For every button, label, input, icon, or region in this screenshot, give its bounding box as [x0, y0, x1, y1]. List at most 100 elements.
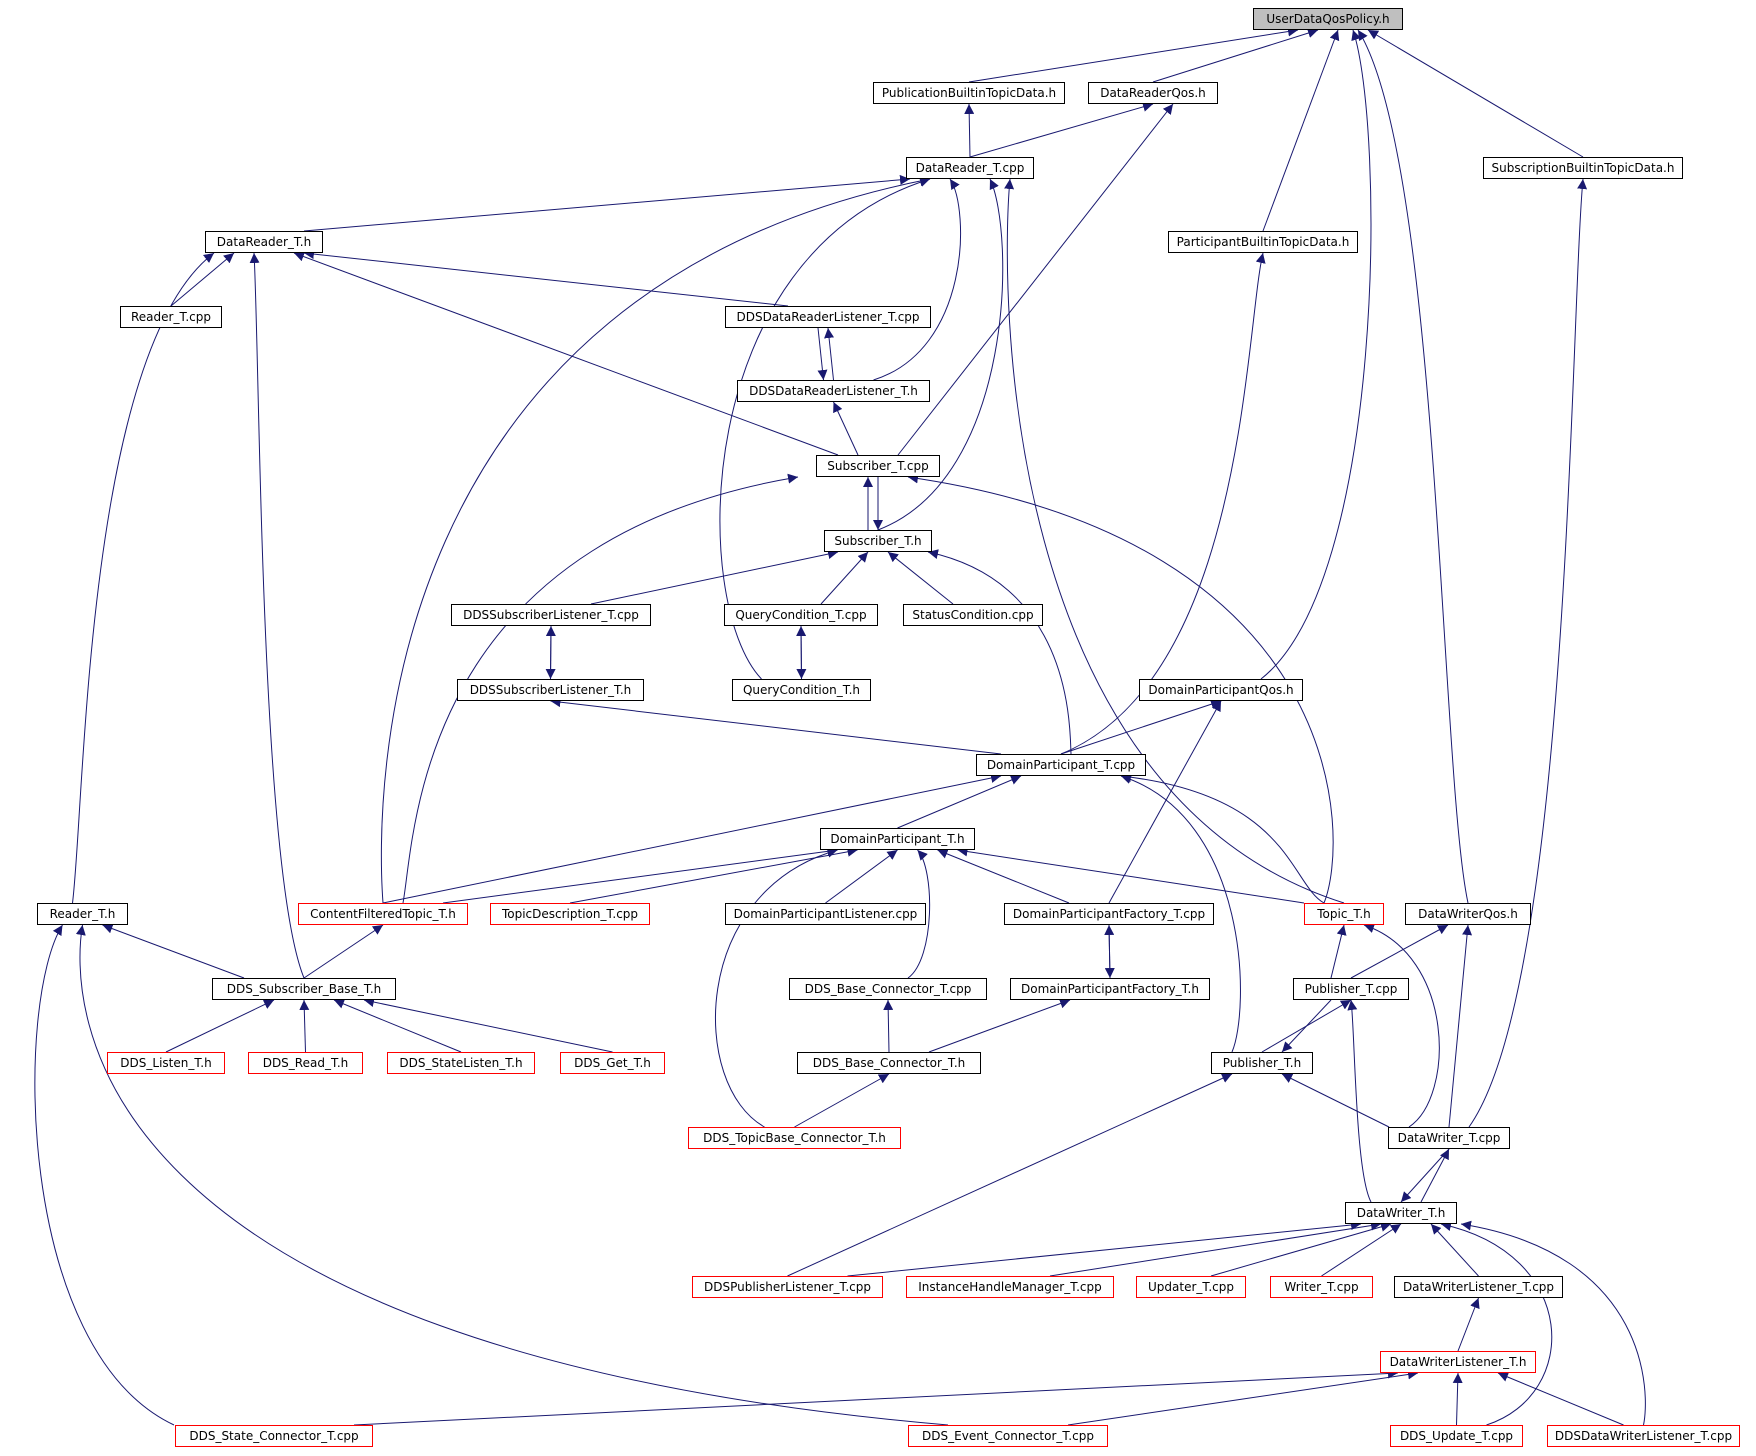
node-dds-event-connector-t-cpp[interactable]: DDS_Event_Connector_T.cpp: [908, 1425, 1108, 1447]
edge-dwqos-to-userdata: [1357, 29, 1469, 904]
edge-cft-to-dpcpp: [382, 773, 1002, 904]
node-topicdescription-t-cpp[interactable]: TopicDescription_T.cpp: [490, 903, 650, 925]
node-datawriter-t-cpp[interactable]: DataWriter_T.cpp: [1388, 1127, 1510, 1149]
edge-ddsdrlcpp-to-drh: [303, 249, 789, 307]
edge-cft-to-drcpp: [380, 176, 931, 904]
node-dds-base-connector-t-h[interactable]: DDS_Base_Connector_T.h: [797, 1052, 981, 1074]
node-datawriterqos-h[interactable]: DataWriterQos.h: [1405, 903, 1531, 925]
edge-eventconn-to-dwlh: [1067, 1369, 1419, 1426]
node-datareaderqos-h[interactable]: DataReaderQos.h: [1088, 82, 1218, 104]
node-domainparticipantqos-h[interactable]: DomainParticipantQos.h: [1139, 679, 1303, 701]
edge-ddsdwl-to-dwh: [1460, 1220, 1646, 1426]
node-contentfilteredtopic-t-h[interactable]: ContentFilteredTopic_T.h: [298, 903, 468, 925]
edge-stateconn-to-readerh: [34, 924, 175, 1426]
node-datareader-t-cpp[interactable]: DataReader_T.cpp: [906, 157, 1034, 179]
node-publisher-t-cpp[interactable]: Publisher_T.cpp: [1293, 978, 1409, 1000]
edge-topicdesc-to-dph: [569, 846, 858, 904]
edge-update-to-dwlh: [1452, 1372, 1463, 1426]
edge-subh-to-drcpp: [877, 178, 1004, 531]
node-dds-statelisten-t-h[interactable]: DDS_StateListen_T.h: [387, 1052, 535, 1074]
edge-drh-to-drcpp: [303, 174, 911, 232]
edge-topich-to-dph: [957, 846, 1305, 904]
edge-topicbase-to-dph: [715, 847, 838, 1128]
edge-topicbase-to-baseh: [794, 1073, 890, 1128]
edge-ddssubbase-to-drh: [249, 252, 305, 979]
node-dds-state-connector-t-cpp[interactable]: DDS_State_Connector_T.cpp: [175, 1425, 373, 1447]
node-querycondition-t-h[interactable]: QueryCondition_T.h: [732, 679, 871, 701]
node-dds-subscriber-base-t-h[interactable]: DDS_Subscriber_Base_T.h: [212, 978, 396, 1000]
edge-cft-to-dph: [442, 846, 838, 904]
node-domainparticipantlistener-cpp[interactable]: DomainParticipantListener.cpp: [725, 903, 926, 925]
edge-dpcpp-to-ddsslh: [550, 697, 1002, 755]
edge-ddspl-to-dwh: [847, 1220, 1362, 1277]
edge-ddssubbase-to-readerh: [102, 923, 245, 979]
node-publicationbuiltintopicdata-h[interactable]: PublicationBuiltinTopicData.h: [873, 82, 1065, 104]
node-domainparticipantfactory-t-cpp[interactable]: DomainParticipantFactory_T.cpp: [1004, 903, 1214, 925]
node-subscriber-t-h[interactable]: Subscriber_T.h: [824, 530, 932, 552]
edge-drcpp-to-drqos: [969, 101, 1154, 158]
node-ddsdatareaderlistener-t-cpp[interactable]: DDSDataReaderListener_T.cpp: [725, 306, 931, 328]
edge-ddsslcpp-to-subh: [590, 549, 839, 605]
node-subscriber-t-cpp[interactable]: Subscriber_T.cpp: [816, 455, 940, 477]
edge-dph-to-dpcpp: [897, 775, 1022, 829]
node-ddspublisherlistener-t-cpp[interactable]: DDSPublisherListener_T.cpp: [692, 1276, 883, 1298]
node-dds-listen-t-h[interactable]: DDS_Listen_T.h: [107, 1052, 225, 1074]
edge-basecpp-to-dph: [907, 849, 931, 979]
edge-subcpp-to-drqos: [897, 103, 1174, 456]
node-writer-t-cpp[interactable]: Writer_T.cpp: [1270, 1276, 1373, 1298]
edge-ddsslcpp-to-ddsslh: [545, 625, 556, 680]
node-domainparticipant-t-h[interactable]: DomainParticipant_T.h: [820, 828, 975, 850]
edge-ddsdwl-to-dwlh: [1497, 1372, 1624, 1426]
edge-qccpp-to-subh: [820, 551, 869, 605]
edge-dpcpp-to-subh: [927, 549, 1072, 755]
node-reader-t-h[interactable]: Reader_T.h: [37, 903, 128, 925]
edge-dpfcpp-to-dpqos: [1108, 700, 1222, 904]
edge-topich-to-drcpp: [1004, 178, 1345, 904]
node-participantbuiltintopicdata-h[interactable]: ParticipantBuiltinTopicData.h: [1168, 231, 1358, 253]
node-instancehandlemanager-t-cpp[interactable]: InstanceHandleManager_T.cpp: [906, 1276, 1114, 1298]
edge-get-to-ddssubbase: [363, 997, 613, 1053]
edge-dpqos-to-userdata: [1260, 29, 1372, 680]
node-datawriter-t-h[interactable]: DataWriter_T.h: [1345, 1202, 1457, 1224]
edge-dwh-to-pubcpp: [1347, 999, 1372, 1203]
node-userdataqospolicy-h[interactable]: UserDataQosPolicy.h: [1253, 8, 1403, 30]
edge-dpfcpp-to-dph: [937, 849, 1070, 904]
node-ddssubscriberlistener-t-h[interactable]: DDSSubscriberListener_T.h: [457, 679, 644, 701]
node-dds-read-t-h[interactable]: DDS_Read_T.h: [248, 1052, 363, 1074]
node-ddsdatawriterlistener-t-cpp[interactable]: DDSDataWriterListener_T.cpp: [1547, 1425, 1740, 1447]
node-statuscondition-cpp[interactable]: StatusCondition.cpp: [903, 604, 1043, 626]
edge-ddspl-to-pubh: [787, 1073, 1233, 1277]
edge-dpcpp-to-dpqos: [1060, 699, 1222, 755]
edge-listen-to-ddssubbase: [165, 999, 275, 1053]
node-domainparticipantfactory-t-h[interactable]: DomainParticipantFactory_T.h: [1010, 978, 1210, 1000]
edge-eventconn-to-readerh: [75, 924, 949, 1426]
edge-drcpp-to-pubbuiltin: [964, 103, 975, 158]
node-reader-t-cpp[interactable]: Reader_T.cpp: [120, 306, 222, 328]
edge-dplistener-to-dph: [825, 849, 898, 904]
node-ddsdatareaderlistener-t-h[interactable]: DDSDataReaderListener_T.h: [737, 380, 930, 402]
edge-pubcpp-to-dwqos: [1350, 924, 1449, 979]
node-updater-t-cpp[interactable]: Updater_T.cpp: [1136, 1276, 1246, 1298]
edge-pubcpp-to-topich: [1330, 924, 1347, 979]
node-querycondition-t-cpp[interactable]: QueryCondition_T.cpp: [724, 604, 878, 626]
node-topic-t-h[interactable]: Topic_T.h: [1304, 903, 1384, 925]
node-ddssubscriberlistener-t-cpp[interactable]: DDSSubscriberListener_T.cpp: [451, 604, 651, 626]
node-subscriptionbuiltintopicdata-h[interactable]: SubscriptionBuiltinTopicData.h: [1483, 157, 1683, 179]
edge-dwcpp-to-topich: [1363, 923, 1440, 1128]
node-dds-get-t-h[interactable]: DDS_Get_T.h: [560, 1052, 665, 1074]
edge-drqos-to-userdata: [1152, 28, 1319, 83]
edge-ddsdrlh-to-drcpp: [873, 178, 962, 381]
edge-ihm-to-dwh: [1049, 1220, 1382, 1277]
node-dds-topicbase-connector-t-h[interactable]: DDS_TopicBase_Connector_T.h: [688, 1127, 901, 1149]
node-datawriterlistener-t-h[interactable]: DataWriterListener_T.h: [1380, 1351, 1536, 1373]
node-dds-update-t-cpp[interactable]: DDS_Update_T.cpp: [1390, 1425, 1523, 1447]
node-domainparticipant-t-cpp[interactable]: DomainParticipant_T.cpp: [976, 754, 1146, 776]
node-publisher-t-h[interactable]: Publisher_T.h: [1211, 1052, 1313, 1074]
node-datareader-t-h[interactable]: DataReader_T.h: [205, 231, 323, 253]
edge-pubh-to-dpcpp: [1120, 774, 1241, 1053]
node-datawriterlistener-t-cpp[interactable]: DataWriterListener_T.cpp: [1394, 1276, 1563, 1298]
node-dds-base-connector-t-cpp[interactable]: DDS_Base_Connector_T.cpp: [789, 978, 987, 1000]
edge-subcpp-to-drh: [293, 251, 839, 456]
edge-dwlcpp-to-dwh: [1430, 1223, 1479, 1277]
